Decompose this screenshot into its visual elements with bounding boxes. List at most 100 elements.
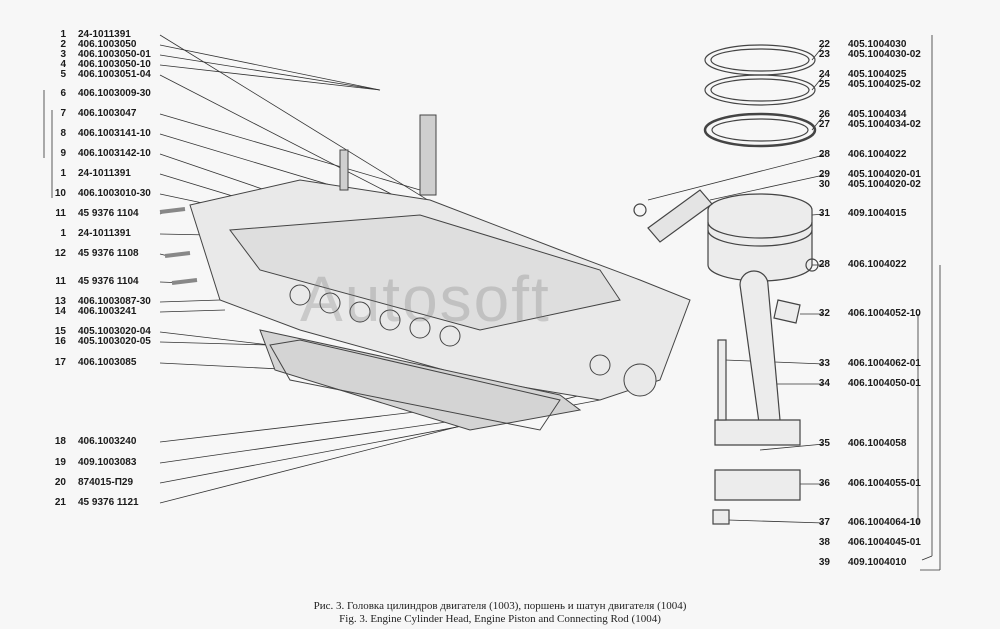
- callout-number: 34: [818, 378, 830, 389]
- part-number: 406.1004058: [848, 438, 907, 449]
- callout-number: 6: [60, 88, 66, 99]
- callout-number: 23: [818, 49, 830, 60]
- callout-number: 27: [818, 119, 830, 130]
- part-number: 406.1004064-10: [848, 517, 921, 528]
- callout-number: 18: [54, 436, 66, 447]
- callout-number: 17: [54, 357, 66, 368]
- leader-line: [159, 331, 271, 346]
- callout-number: 10: [54, 188, 66, 199]
- callout-number: 13: [54, 296, 66, 307]
- callout-number: 14: [54, 306, 66, 317]
- connecting-rod-drawing: [712, 270, 801, 525]
- callout-number: 1: [60, 168, 66, 179]
- piston-drawing: [633, 44, 819, 282]
- cylinder-head-drawing: [159, 114, 691, 431]
- part-number: 406.1003241: [78, 306, 137, 317]
- callout-number: 7: [60, 108, 66, 119]
- leader-line: [647, 154, 825, 201]
- part-number: 45 9376 1104: [78, 276, 139, 287]
- callout-number: 37: [818, 517, 830, 528]
- leader-line: [159, 54, 381, 91]
- part-number: 406.1003047: [78, 108, 137, 119]
- part-number: 45 9376 1108: [78, 248, 139, 259]
- part-number: 406.1003085: [78, 357, 137, 368]
- part-number: 24-1011391: [78, 29, 131, 40]
- part-number: 405.1003020-04: [78, 326, 151, 337]
- leader-line: [159, 299, 221, 303]
- callout-number: 12: [54, 248, 66, 259]
- callout-number: 24: [818, 69, 830, 80]
- callout-number: 22: [818, 39, 830, 50]
- part-number: 406.1003050-01: [78, 49, 151, 60]
- part-number: 405.1004030: [848, 39, 907, 50]
- callout-number: 21: [54, 497, 66, 508]
- part-number: 406.1003050-10: [78, 59, 151, 70]
- callout-number: 36: [818, 478, 830, 489]
- callout-number: 25: [818, 79, 830, 90]
- part-number: 24-1011391: [78, 168, 131, 179]
- callout-number: 33: [818, 358, 830, 369]
- callout-number: 4: [60, 59, 66, 70]
- part-number: 406.1004062-01: [848, 358, 921, 369]
- part-number: 24-1011391: [78, 228, 131, 239]
- leader-line: [921, 555, 933, 561]
- part-number: 874015-П29: [78, 477, 134, 488]
- part-number: 405.1003020-05: [78, 336, 151, 347]
- part-number: 406.1004022: [848, 259, 907, 270]
- callout-number: 26: [818, 109, 830, 120]
- leader-line: [159, 64, 381, 91]
- callout-number: 11: [55, 208, 66, 219]
- callout-number: 28: [818, 149, 830, 160]
- part-number: 406.1004045-01: [848, 537, 921, 548]
- callout-number: 1: [60, 29, 66, 40]
- callout-number: 19: [54, 457, 66, 468]
- callout-number: 31: [818, 208, 830, 219]
- part-number: 405.1004030-02: [848, 49, 921, 60]
- callout-number: 20: [54, 477, 66, 488]
- part-number: 409.1004010: [848, 557, 907, 568]
- callout-number: 35: [818, 438, 830, 449]
- callout-number: 30: [818, 179, 830, 190]
- part-number: 405.1004034-02: [848, 119, 921, 130]
- part-number: 406.1003051-04: [78, 69, 151, 80]
- callout-number: 9: [60, 148, 66, 159]
- callout-number: 3: [60, 49, 66, 60]
- leader-line: [159, 44, 381, 91]
- part-number: 406.1003050: [78, 39, 137, 50]
- part-number: 406.1003240: [78, 436, 137, 447]
- callout-number: 11: [55, 276, 66, 287]
- part-number: 406.1004050-01: [848, 378, 921, 389]
- part-number: 45 9376 1121: [78, 497, 139, 508]
- leader-line: [159, 309, 226, 313]
- part-number: 405.1004025-02: [848, 79, 921, 90]
- part-number: 406.1004052-10: [848, 308, 921, 319]
- leader-line: [159, 113, 421, 191]
- callout-number: 39: [818, 557, 830, 568]
- callout-number: 28: [818, 259, 830, 270]
- leader-line: [709, 174, 825, 201]
- callout-number: 32: [818, 308, 830, 319]
- callout-number: 2: [60, 39, 66, 50]
- callout-number: 8: [60, 128, 66, 139]
- part-number: 406.1004055-01: [848, 478, 921, 489]
- part-number: 405.1004034: [848, 109, 907, 120]
- part-number: 409.1003083: [78, 457, 137, 468]
- leader-line: [811, 213, 825, 216]
- leader-line: [759, 443, 825, 451]
- part-number: 406.1003087-30: [78, 296, 151, 307]
- part-number: 406.1003141-10: [78, 128, 151, 139]
- callout-number: 16: [54, 336, 66, 347]
- callout-number: 15: [54, 326, 66, 337]
- part-number: 406.1003009-30: [78, 88, 151, 99]
- part-number: 406.1003010-30: [78, 188, 151, 199]
- part-number: 405.1004025: [848, 69, 907, 80]
- part-number: 45 9376 1104: [78, 208, 139, 219]
- leader-line: [727, 519, 825, 524]
- callout-number: 29: [818, 169, 830, 180]
- leader-line: [159, 341, 271, 346]
- caption-russian: Рис. 3. Головка цилиндров двигателя (100…: [313, 600, 687, 612]
- part-number: 406.1004022: [848, 149, 907, 160]
- watermark: Autosoft: [300, 263, 551, 335]
